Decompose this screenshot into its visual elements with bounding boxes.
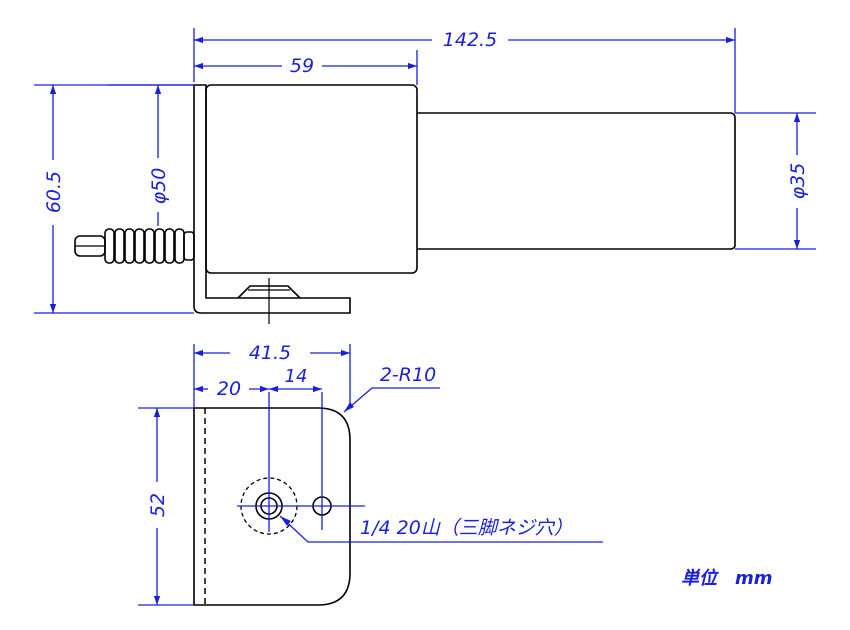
side-view: 142.5 59 60.5 φ50 φ35 bbox=[34, 28, 816, 324]
tube bbox=[417, 112, 736, 250]
dim-corner-radius: 2-R10 bbox=[380, 364, 436, 386]
leader-corner-radius bbox=[343, 387, 440, 413]
dim-height: 60.5 bbox=[43, 171, 65, 213]
dim-hole-spacing: 14 bbox=[285, 366, 308, 387]
cable-strain-relief bbox=[74, 228, 195, 264]
dim-bracket-depth: 52 bbox=[147, 493, 169, 517]
bottom-extension-lines bbox=[138, 344, 351, 606]
unit-label: 単位 mm bbox=[681, 568, 773, 589]
bottom-view: 41.5 20 14 2-R10 52 1/4 20山（三脚ネジ穴） bbox=[138, 342, 603, 606]
tripod-thread-note: 1/4 20山（三脚ネジ穴） bbox=[360, 517, 573, 539]
leader-tripod-thread bbox=[279, 515, 603, 543]
dim-tube-diameter: φ35 bbox=[787, 163, 809, 200]
dim-bracket-width: 41.5 bbox=[249, 342, 291, 364]
dim-hole-offset: 20 bbox=[217, 378, 241, 400]
bracket-plate-outline bbox=[193, 407, 351, 606]
dim-body-length: 59 bbox=[290, 55, 314, 77]
leader-corner-radius-arrow bbox=[344, 402, 354, 412]
dim-total-length: 142.5 bbox=[443, 29, 497, 51]
dim-body-diameter: φ50 bbox=[148, 168, 170, 205]
l-bracket-outline bbox=[193, 84, 351, 314]
bottom-centerlines bbox=[237, 392, 365, 532]
leader-tripod-thread-arrow bbox=[280, 516, 291, 526]
body-cylinder bbox=[205, 84, 418, 274]
